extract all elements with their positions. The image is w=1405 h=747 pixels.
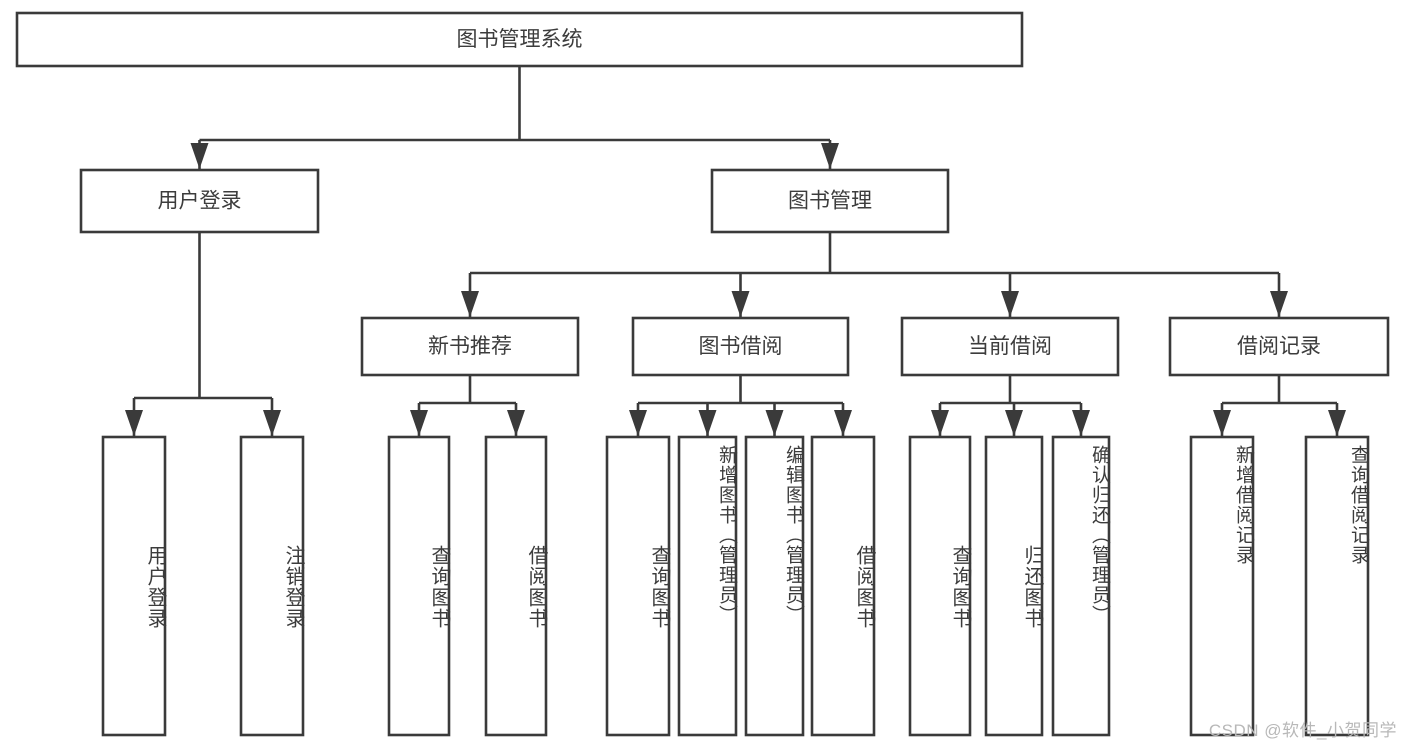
level2-node-0-label: 用户登录: [158, 190, 242, 213]
level3-node-0[interactable]: [360, 316, 580, 377]
arrow-head-icon: [1213, 410, 1231, 436]
level3-node-2-label: 当前借阅: [968, 335, 1052, 358]
arrow-head-icon: [461, 291, 479, 317]
leaf-node-6[interactable]: [744, 435, 805, 737]
arrow-head-icon: [125, 410, 143, 436]
leaf-node-9[interactable]: [984, 435, 1044, 737]
arrow-head-icon: [190, 143, 209, 169]
level3-node-1-label: 图书借阅: [699, 335, 783, 358]
level3-node-2[interactable]: [900, 316, 1120, 377]
leaf-node-12[interactable]: [1304, 435, 1370, 737]
level2-node-1-label: 图书管理: [788, 190, 872, 213]
arrow-head-icon: [1270, 291, 1288, 317]
arrow-head-icon: [834, 410, 852, 436]
level3-node-3[interactable]: [1168, 316, 1390, 377]
level2-node-1[interactable]: [710, 168, 950, 234]
level3-node-3-label: 借阅记录: [1237, 335, 1321, 358]
leaf-node-2[interactable]: [387, 435, 451, 737]
arrow-head-icon: [765, 410, 784, 436]
leaf-node-7[interactable]: [810, 435, 876, 737]
boxes-layer: [15, 11, 1390, 737]
arrow-head-icon: [410, 410, 428, 436]
root-node-label: 图书管理系统: [457, 28, 583, 51]
leaf-node-10[interactable]: [1051, 435, 1111, 737]
arrow-head-icon: [1005, 410, 1023, 436]
root-node[interactable]: [15, 11, 1024, 68]
level2-node-0[interactable]: [79, 168, 320, 234]
leaf-node-8[interactable]: [908, 435, 972, 737]
leaf-node-0[interactable]: [101, 435, 167, 737]
leaf-node-5[interactable]: [677, 435, 738, 737]
leaf-node-3[interactable]: [484, 435, 548, 737]
arrow-head-icon: [263, 410, 281, 436]
leaf-node-1[interactable]: [239, 435, 305, 737]
level3-node-1[interactable]: [631, 316, 850, 377]
arrow-head-icon: [1072, 410, 1090, 436]
arrow-head-icon: [1001, 291, 1019, 317]
arrow-head-icon: [507, 410, 525, 436]
arrow-head-icon: [1328, 410, 1346, 436]
leaf-node-11[interactable]: [1189, 435, 1255, 737]
watermark-text: CSDN @软件_小贺同学: [1208, 721, 1397, 740]
arrow-head-icon: [731, 291, 750, 317]
arrow-head-icon: [629, 410, 647, 436]
leaf-node-4[interactable]: [605, 435, 671, 737]
arrow-head-icon: [698, 410, 717, 436]
arrow-head-icon: [931, 410, 949, 436]
connectors-layer: [125, 66, 1346, 436]
level3-node-0-label: 新书推荐: [428, 335, 512, 358]
arrow-head-icon: [821, 143, 839, 169]
